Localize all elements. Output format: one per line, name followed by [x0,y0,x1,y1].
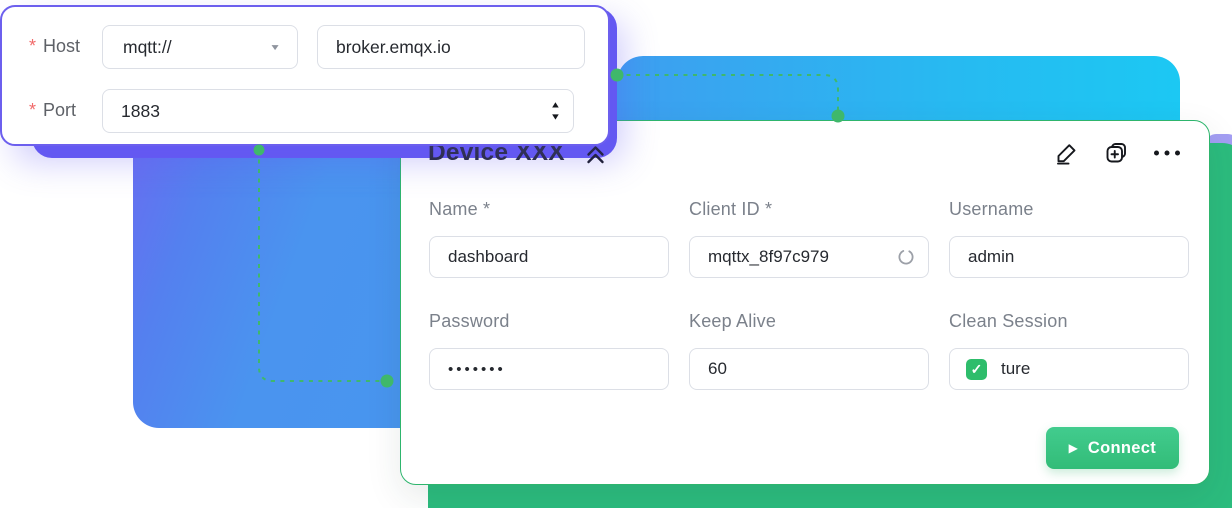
device-connection-card: Name * Client ID * Username Password [400,120,1210,485]
new-window-icon[interactable] [1103,140,1129,166]
password-label: Password [429,311,510,331]
keep-alive-label: Keep Alive [689,311,777,331]
name-label: Name * [429,199,491,219]
caret-down-icon: ▼ [269,41,281,53]
password-field-box [429,348,669,390]
play-icon: ▶ [1068,441,1078,455]
form-inputs-row-1 [429,236,1189,278]
refresh-client-id-icon[interactable] [896,247,916,267]
protocol-select-value: mqtt:// [123,36,172,57]
host-label-row: * Host [29,36,80,57]
clean-session-label: Clean Session [949,311,1068,331]
username-label: Username [949,199,1034,219]
spinner-up-icon[interactable]: ▲ [549,99,562,110]
client-id-input[interactable] [690,247,928,267]
host-label: Host [43,36,81,56]
collapse-chevrons-icon[interactable] [582,140,609,167]
username-field-box [949,236,1189,278]
clean-session-checkbox[interactable]: ✓ [966,358,987,380]
name-field-box [429,236,669,278]
form-labels-row-1: Name * Client ID * Username [429,199,1189,220]
keep-alive-input[interactable] [690,359,928,379]
keep-alive-field-box [689,348,929,390]
port-label-row: * Port [29,100,76,121]
form-inputs-row-2: ✓ ture [429,348,1189,390]
clean-session-value: ture [1001,359,1031,378]
name-input[interactable] [430,247,668,267]
connect-button-label: Connect [1087,438,1156,457]
form-labels-row-2: Password Keep Alive Clean Session [429,311,1189,332]
host-field-box [317,25,585,69]
protocol-select[interactable]: mqtt:// ▼ [102,25,298,69]
host-input[interactable] [318,36,584,58]
client-id-label: Client ID * [689,199,773,219]
port-field-box: ▲ ▼ [102,89,574,133]
number-spinner[interactable]: ▲ ▼ [549,99,562,122]
password-input[interactable] [430,360,668,378]
header-icon-group [1054,140,1182,166]
client-id-field-box [689,236,929,278]
connect-button[interactable]: ▶ Connect [1045,427,1179,469]
host-required-marker: * [29,36,37,56]
port-required-marker: * [29,100,37,120]
check-icon: ✓ [970,361,983,377]
more-options-icon[interactable] [1152,148,1182,158]
broker-host-card: * Host mqtt:// ▼ * Port ▲ ▼ [0,5,610,146]
clean-session-field-box: ✓ ture [949,348,1189,390]
port-label: Port [43,100,77,120]
spinner-down-icon[interactable]: ▼ [549,111,562,122]
edit-icon[interactable] [1054,140,1080,166]
username-input[interactable] [950,247,1188,267]
port-input[interactable] [103,100,573,122]
